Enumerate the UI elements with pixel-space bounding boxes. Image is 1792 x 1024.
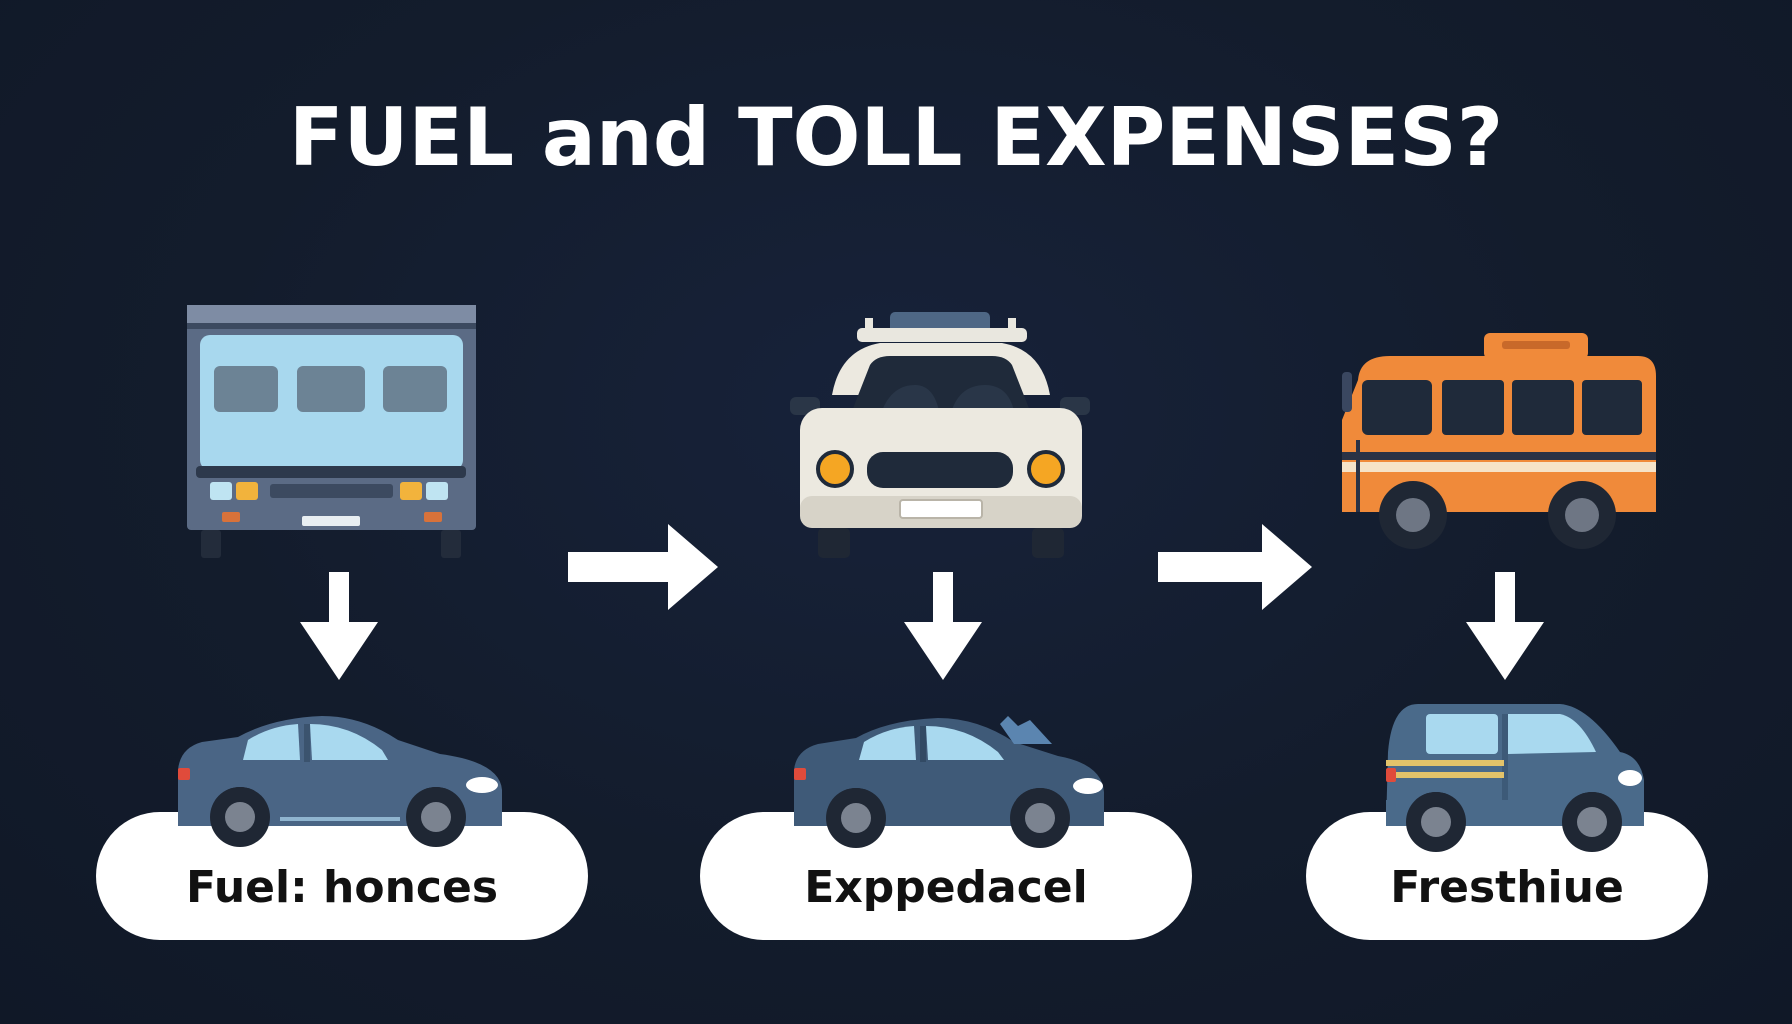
label-text-1: Fuel: honces — [185, 861, 499, 913]
arrow-down-1 — [300, 572, 378, 680]
taxi-front-icon — [790, 312, 1090, 558]
label-text-3: Fresthiue — [1390, 861, 1624, 913]
diagram-title: FUEL and TOLL EXPENSES? — [288, 91, 1504, 184]
orange-bus-icon — [1342, 333, 1656, 549]
arrow-right-2 — [1158, 524, 1312, 610]
arrow-down-3 — [1466, 572, 1544, 680]
arrow-down-2 — [904, 572, 982, 680]
label-text-2: Exppedacel — [804, 861, 1088, 913]
label-pill-2: Exppedacel — [700, 812, 1192, 940]
arrow-right-1 — [568, 524, 718, 610]
label-pill-1: Fuel: honces — [96, 812, 588, 940]
label-pill-3: Fresthiue — [1306, 812, 1708, 940]
bus-front-icon — [187, 305, 476, 558]
